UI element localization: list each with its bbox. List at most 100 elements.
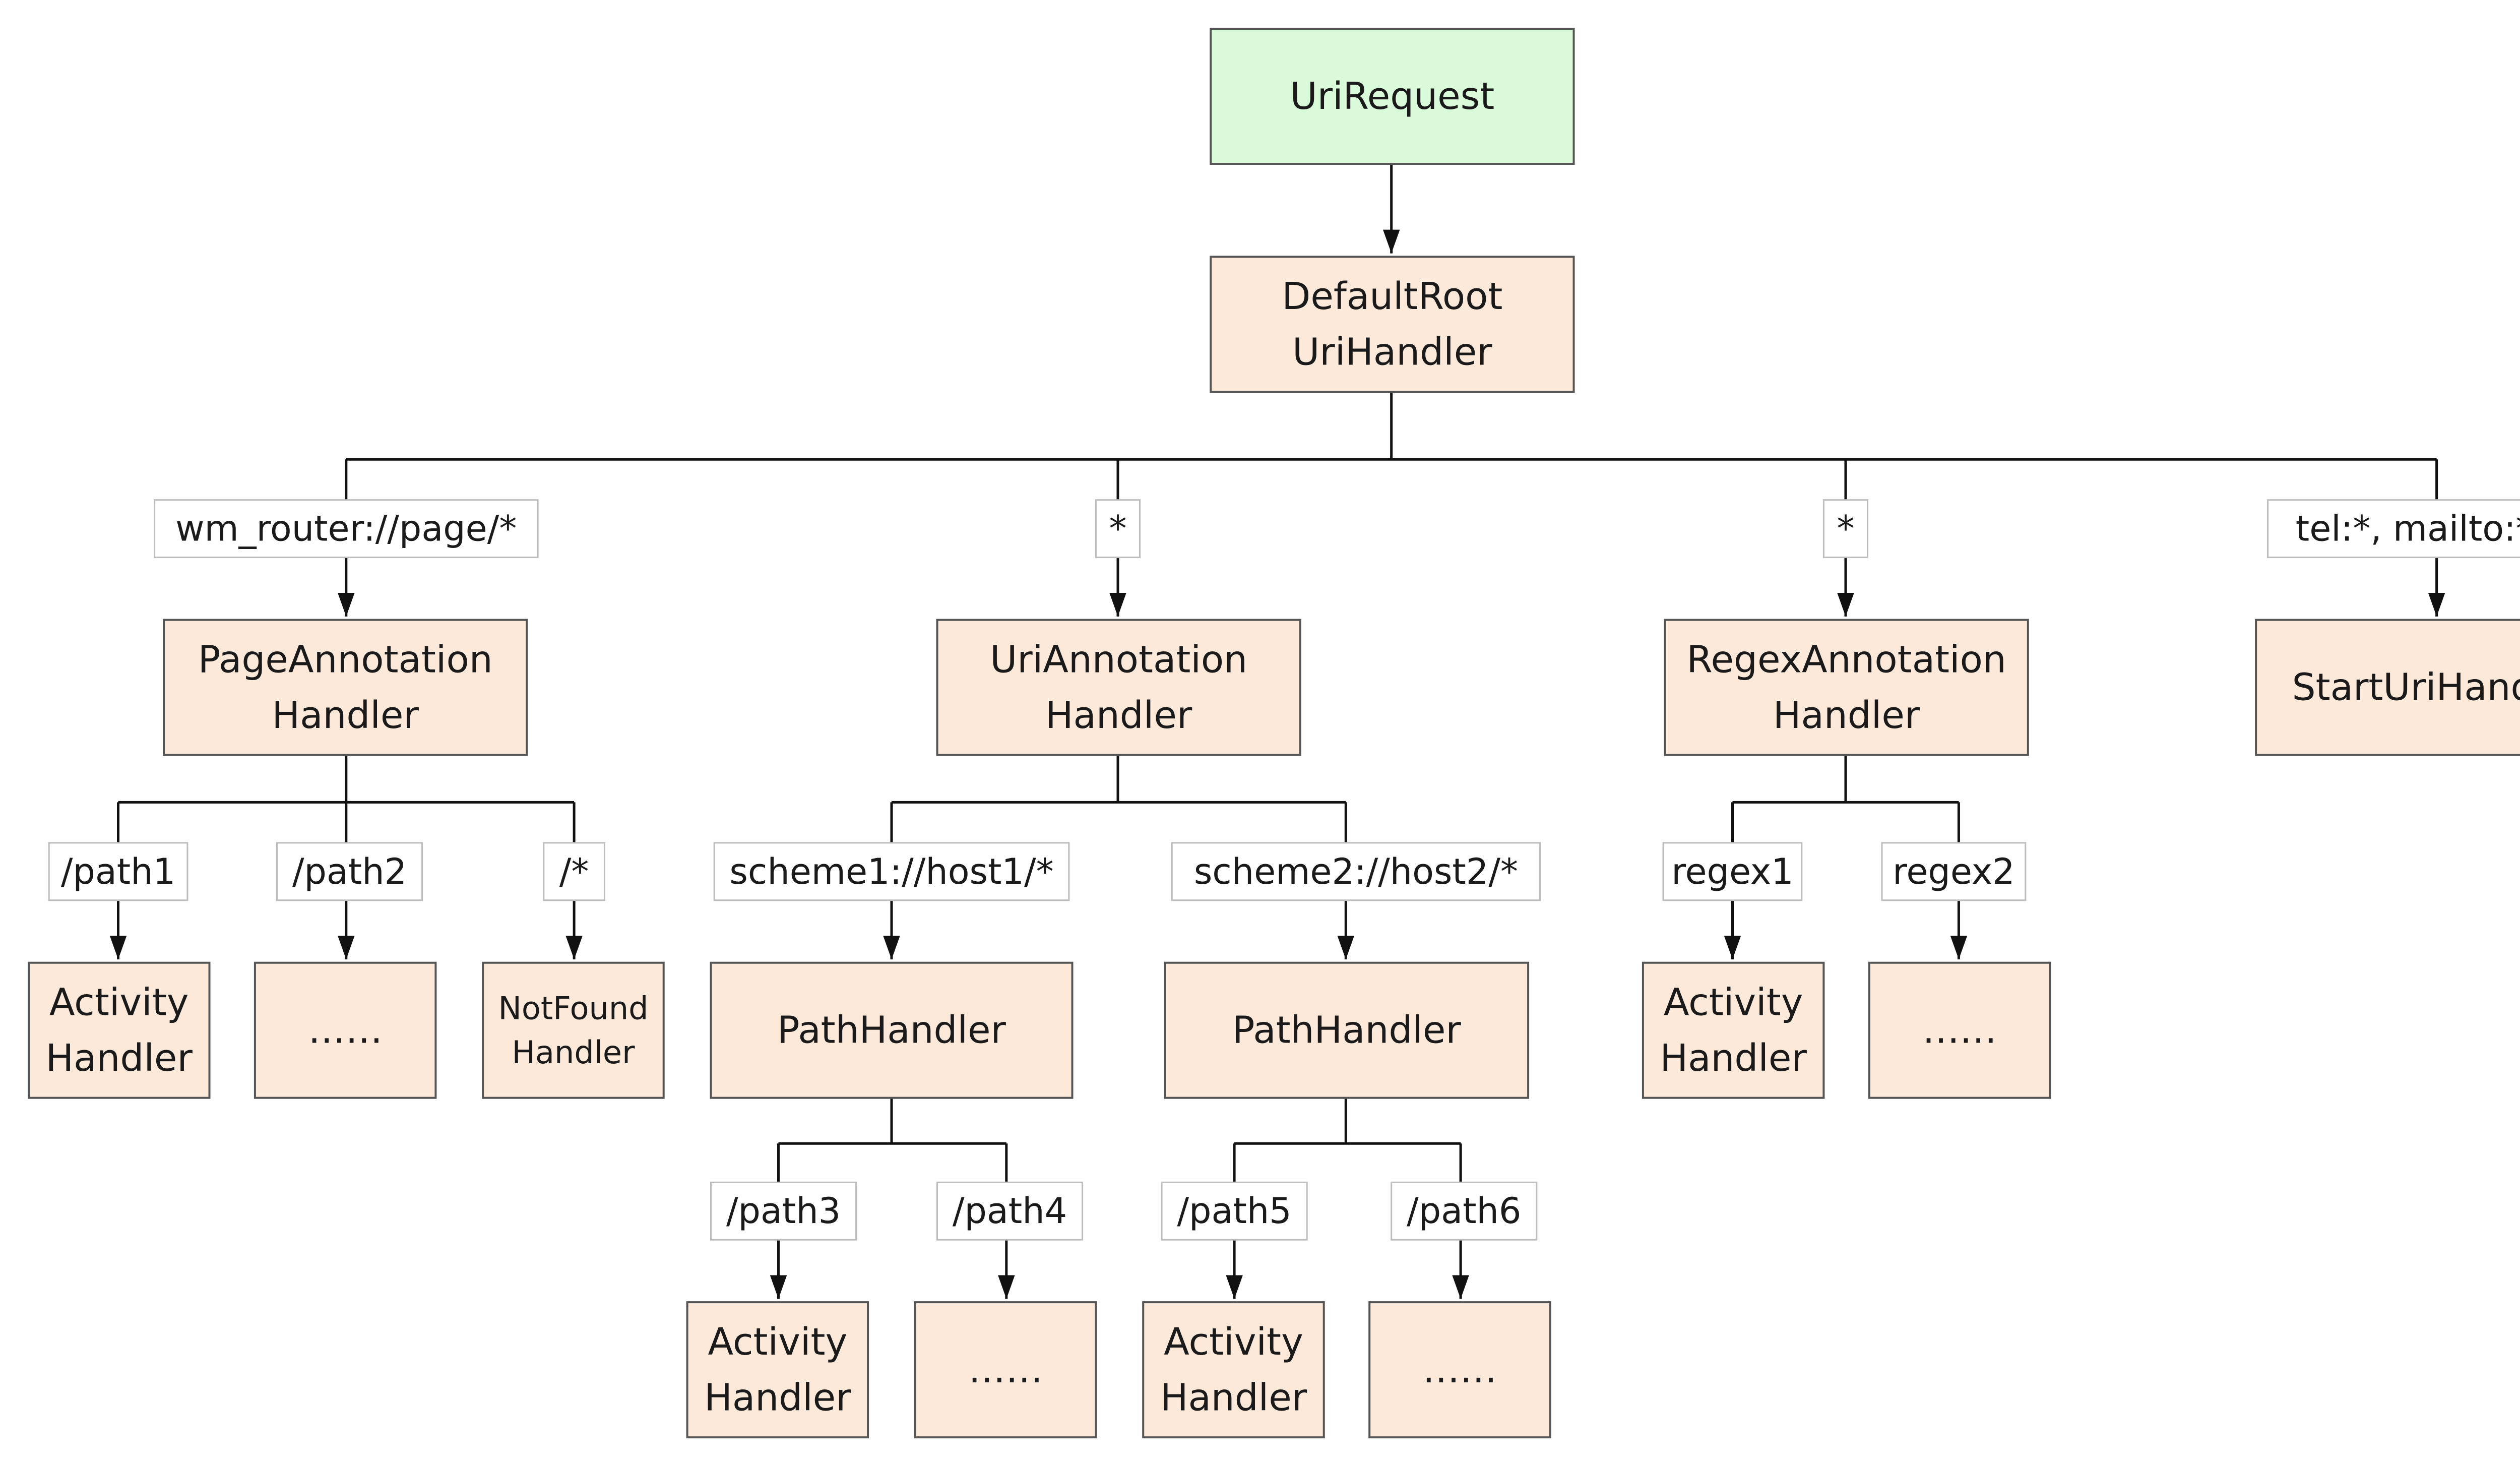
edge-label-box	[1095, 499, 1141, 559]
edge-label-path3: /path3	[710, 1181, 857, 1241]
node-label-line: Activity	[1164, 1320, 1303, 1364]
edge-label-path2: /path2	[276, 842, 423, 901]
node-box	[28, 961, 211, 1099]
edge-label-box	[710, 1181, 857, 1241]
node-label-line: Handler	[46, 1037, 193, 1080]
node-label-line: Handler	[704, 1376, 851, 1419]
node-label-line: Handler	[272, 694, 419, 737]
node-box	[1868, 961, 2051, 1099]
node-box	[1142, 1301, 1325, 1439]
node-label-line: ……	[1422, 1348, 1497, 1391]
edge-label-wm-router: wm_router://page/*	[154, 499, 539, 559]
node-label-line: Handler	[1160, 1376, 1307, 1419]
edge-label-text: regex2	[1893, 851, 2015, 892]
node-box	[254, 961, 437, 1099]
edge-label-path6: /path6	[1391, 1181, 1538, 1241]
node-box	[163, 619, 528, 756]
edge-label-path4: /path4	[936, 1181, 1084, 1241]
node-ellipsis-4: ……	[1368, 1301, 1551, 1439]
arrow-head	[1382, 229, 1400, 254]
edge-label-text: regex1	[1671, 851, 1794, 892]
node-label-line: StartUriHandler	[2292, 666, 2520, 709]
edge-label-text: /path5	[1177, 1190, 1291, 1232]
edge-label-text: /path4	[953, 1190, 1067, 1232]
edge-label-text: scheme2://host2/*	[1194, 851, 1518, 892]
node-ellipsis-3: ……	[1868, 961, 2051, 1099]
edge-label-box	[276, 842, 423, 901]
node-label-line: Handler	[1773, 694, 1920, 737]
node-box	[1210, 256, 1575, 393]
edge-label-text: *	[1837, 508, 1855, 550]
arrow-head	[109, 936, 127, 960]
edge-label-box	[936, 1181, 1084, 1241]
edge-label-tel-mailto: tel:*, mailto:*, …	[2267, 499, 2520, 559]
node-label-line: PathHandler	[1232, 1009, 1462, 1052]
edge-label-text: *	[1109, 508, 1127, 550]
edge-label-box	[1171, 842, 1541, 901]
node-label-line: Activity	[49, 981, 189, 1024]
connector-lines	[109, 164, 2445, 1299]
node-box	[1210, 28, 1575, 165]
arrow-head	[1226, 1275, 1243, 1299]
node-label-line: NotFound	[498, 990, 649, 1027]
arrow-head	[1724, 936, 1741, 960]
node-path-handler-1: PathHandler	[710, 961, 1074, 1099]
edge-label-text: /path3	[726, 1190, 841, 1232]
node-label-line: Activity	[1664, 981, 1803, 1024]
edge-label-scheme1: scheme1://host1/*	[713, 842, 1070, 901]
edge-label-box	[2267, 499, 2520, 559]
node-box	[710, 961, 1074, 1099]
edge-label-path5: /path5	[1161, 1181, 1308, 1241]
node-box	[2255, 619, 2520, 756]
node-box	[1642, 961, 1825, 1099]
arrow-head	[998, 1275, 1015, 1299]
node-path-handler-2: PathHandler	[1164, 961, 1530, 1099]
node-start-uri: StartUriHandler	[2255, 619, 2520, 756]
node-box	[936, 619, 1301, 756]
node-label-line: ……	[968, 1348, 1043, 1391]
arrow-head	[883, 936, 900, 960]
arrow-head	[1337, 936, 1355, 960]
node-label-line: Handler	[1660, 1037, 1807, 1080]
node-label-line: UriRequest	[1290, 75, 1495, 118]
arrow-head	[2428, 592, 2445, 617]
node-uri-request: UriRequest	[1210, 28, 1575, 165]
arrow-head	[1109, 592, 1126, 617]
node-label-line: UriAnnotation	[990, 638, 1247, 681]
edge-label-box	[1391, 1181, 1538, 1241]
node-label-line: DefaultRoot	[1282, 275, 1502, 318]
node-label-line: ……	[308, 1009, 383, 1052]
edge-label-text: wm_router://page/*	[175, 508, 517, 550]
edge-label-text: /path1	[61, 851, 175, 892]
arrow-head	[338, 936, 355, 960]
node-box	[1664, 619, 2029, 756]
edge-label-path-star: /*	[543, 842, 605, 901]
node-box	[1368, 1301, 1551, 1439]
edge-label-text: tel:*, mailto:*, …	[2296, 508, 2520, 550]
arrow-head	[1950, 936, 1968, 960]
node-label-line: Activity	[708, 1320, 848, 1364]
arrow-head	[1452, 1275, 1469, 1299]
node-box	[686, 1301, 869, 1439]
edge-label-regex2: regex2	[1881, 842, 2027, 901]
arrow-head	[338, 592, 355, 617]
node-box	[914, 1301, 1097, 1439]
edge-label-text: /path2	[292, 851, 407, 892]
edge-label-text: /*	[559, 851, 589, 892]
node-box	[1164, 961, 1530, 1099]
edge-label-box	[48, 842, 188, 901]
edge-label-scheme2: scheme2://host2/*	[1171, 842, 1541, 901]
node-label-line: PathHandler	[777, 1009, 1006, 1052]
edge-label-text: /path6	[1407, 1190, 1521, 1232]
edge-label-regex1: regex1	[1662, 842, 1803, 901]
arrow-head	[770, 1275, 787, 1299]
edge-label-box	[1822, 499, 1868, 559]
node-label-line: RegexAnnotation	[1686, 638, 2006, 681]
edge-label-path1: /path1	[48, 842, 188, 901]
